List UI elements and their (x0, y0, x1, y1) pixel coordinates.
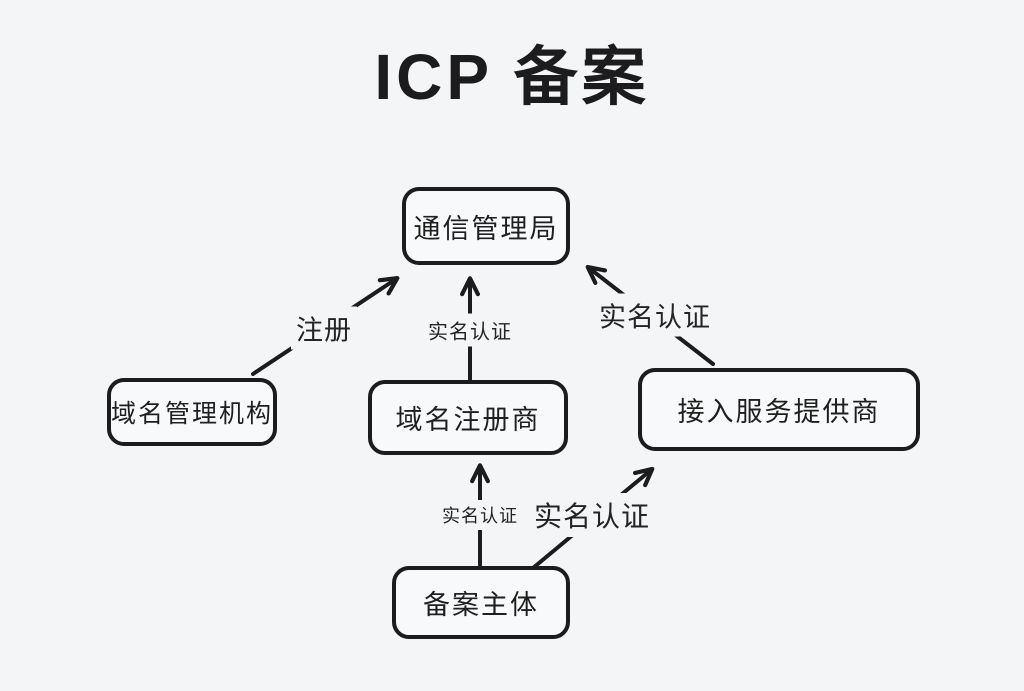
node-access-provider: 接入服务提供商 (638, 368, 920, 451)
node-filing-subject: 备案主体 (392, 566, 570, 639)
edge-label-subject-registrar-verify: 实名认证 (437, 500, 523, 530)
edge-label-subject-provider-verify: 实名认证 (528, 493, 656, 537)
node-domain-registrar-label: 域名注册商 (395, 405, 541, 435)
edge-label-provider-verify: 实名认证 (594, 293, 716, 337)
edge-label-register: 注册 (291, 306, 357, 350)
node-filing-subject-label: 备案主体 (423, 590, 539, 620)
node-domain-registrar: 域名注册商 (368, 380, 568, 455)
node-domain-authority-label: 域名管理机构 (111, 400, 274, 428)
edge-label-registrar-verify: 实名认证 (423, 313, 517, 347)
diagram-title: ICP 备案 (374, 41, 650, 113)
node-access-provider-label: 接入服务提供商 (677, 397, 881, 427)
node-domain-authority: 域名管理机构 (107, 378, 277, 446)
node-telecom-authority-label: 通信管理局 (413, 213, 559, 244)
node-telecom-authority: 通信管理局 (402, 187, 570, 265)
